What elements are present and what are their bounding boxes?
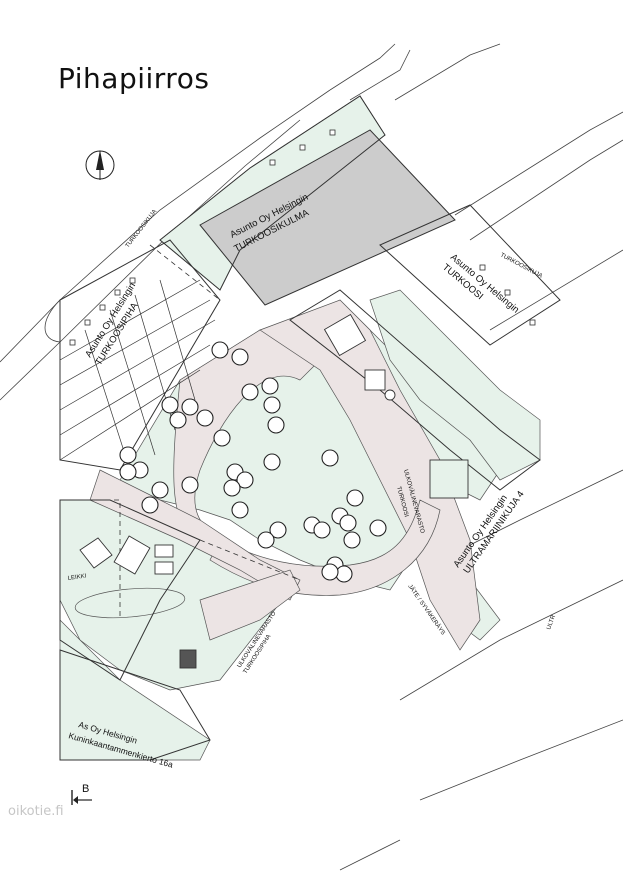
trees <box>119 341 387 583</box>
unit-markers <box>69 129 536 346</box>
watermark: oikotie.fi <box>8 804 64 819</box>
playground-equipment <box>79 313 469 669</box>
page-title: Pihapiirros <box>58 62 210 95</box>
street-label-turkoosikuja-left: TURKOOSIKUJA <box>125 209 158 249</box>
section-letter-label: B <box>82 783 89 795</box>
lawn-ellipse <box>74 587 186 619</box>
street-label-turkoosikuja-right: TURKOOSIKUJA <box>499 252 543 279</box>
section-marker-icon <box>71 790 92 805</box>
dashed-lines <box>60 244 301 620</box>
street-lines <box>0 43 623 871</box>
street-label-ultramariinikuja: ULTR <box>546 614 557 631</box>
north-arrow-icon <box>85 150 115 180</box>
building-turkoosikulma <box>199 129 456 306</box>
playground-label: LEIKKI <box>67 573 87 582</box>
